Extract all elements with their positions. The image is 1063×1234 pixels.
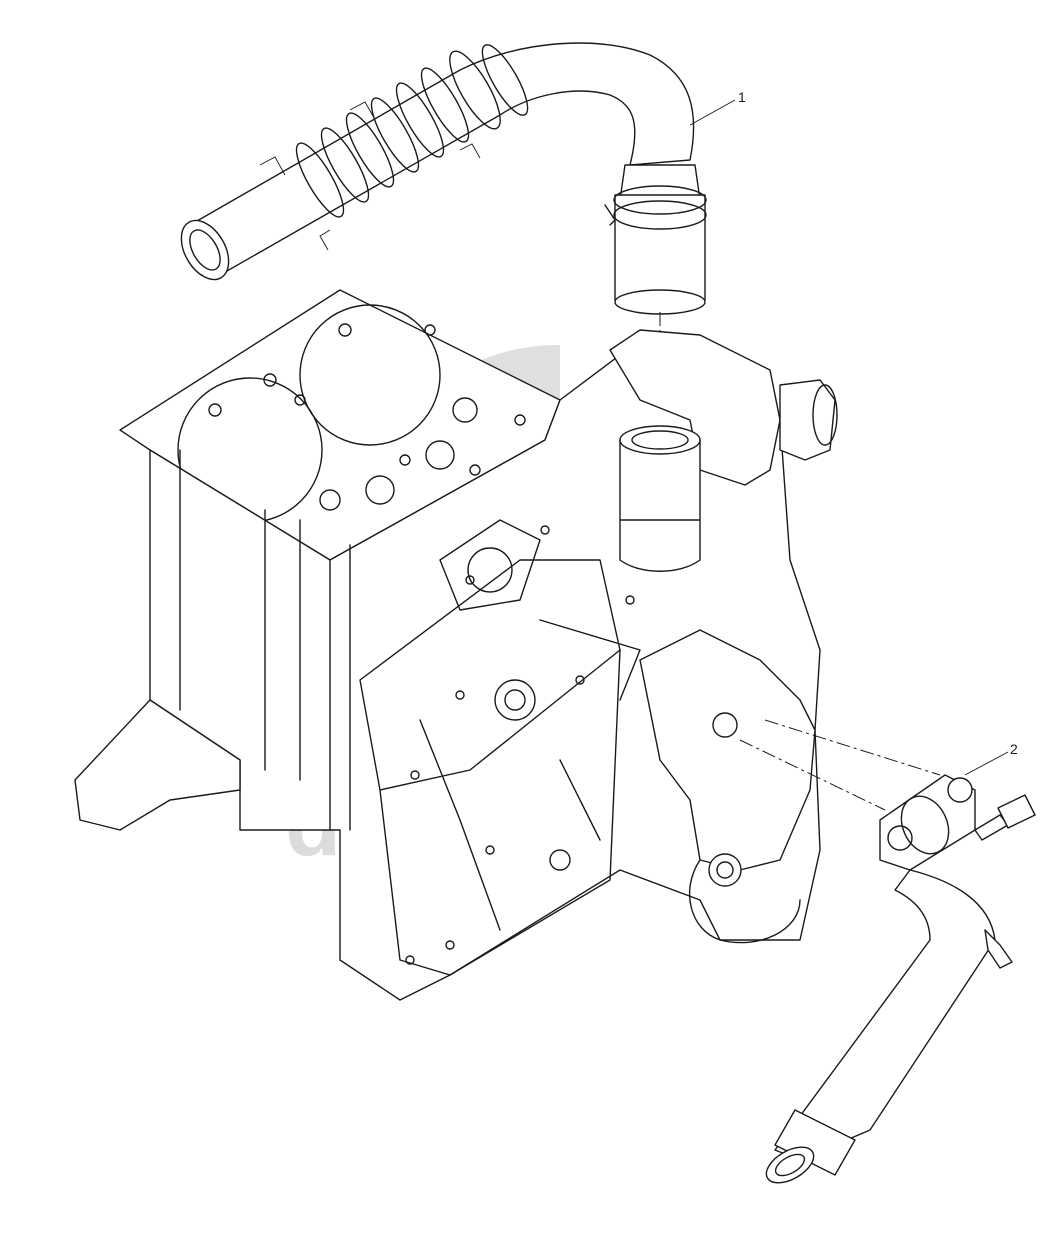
callout-1: 1 — [689, 89, 746, 126]
callout-1-label: 1 — [738, 89, 746, 105]
callout-2: 2 — [964, 741, 1018, 776]
callout-2-leader — [964, 751, 1009, 776]
callout-1-leader — [689, 99, 736, 126]
callout-2-label: 2 — [1010, 741, 1018, 757]
assembly-axis-2a — [764, 719, 941, 776]
assembly-axis-2b — [739, 739, 886, 811]
lower-coolant-pipe — [765, 774, 1036, 1184]
engine-block — [74, 289, 838, 1001]
upper-coolant-hose — [180, 42, 707, 315]
